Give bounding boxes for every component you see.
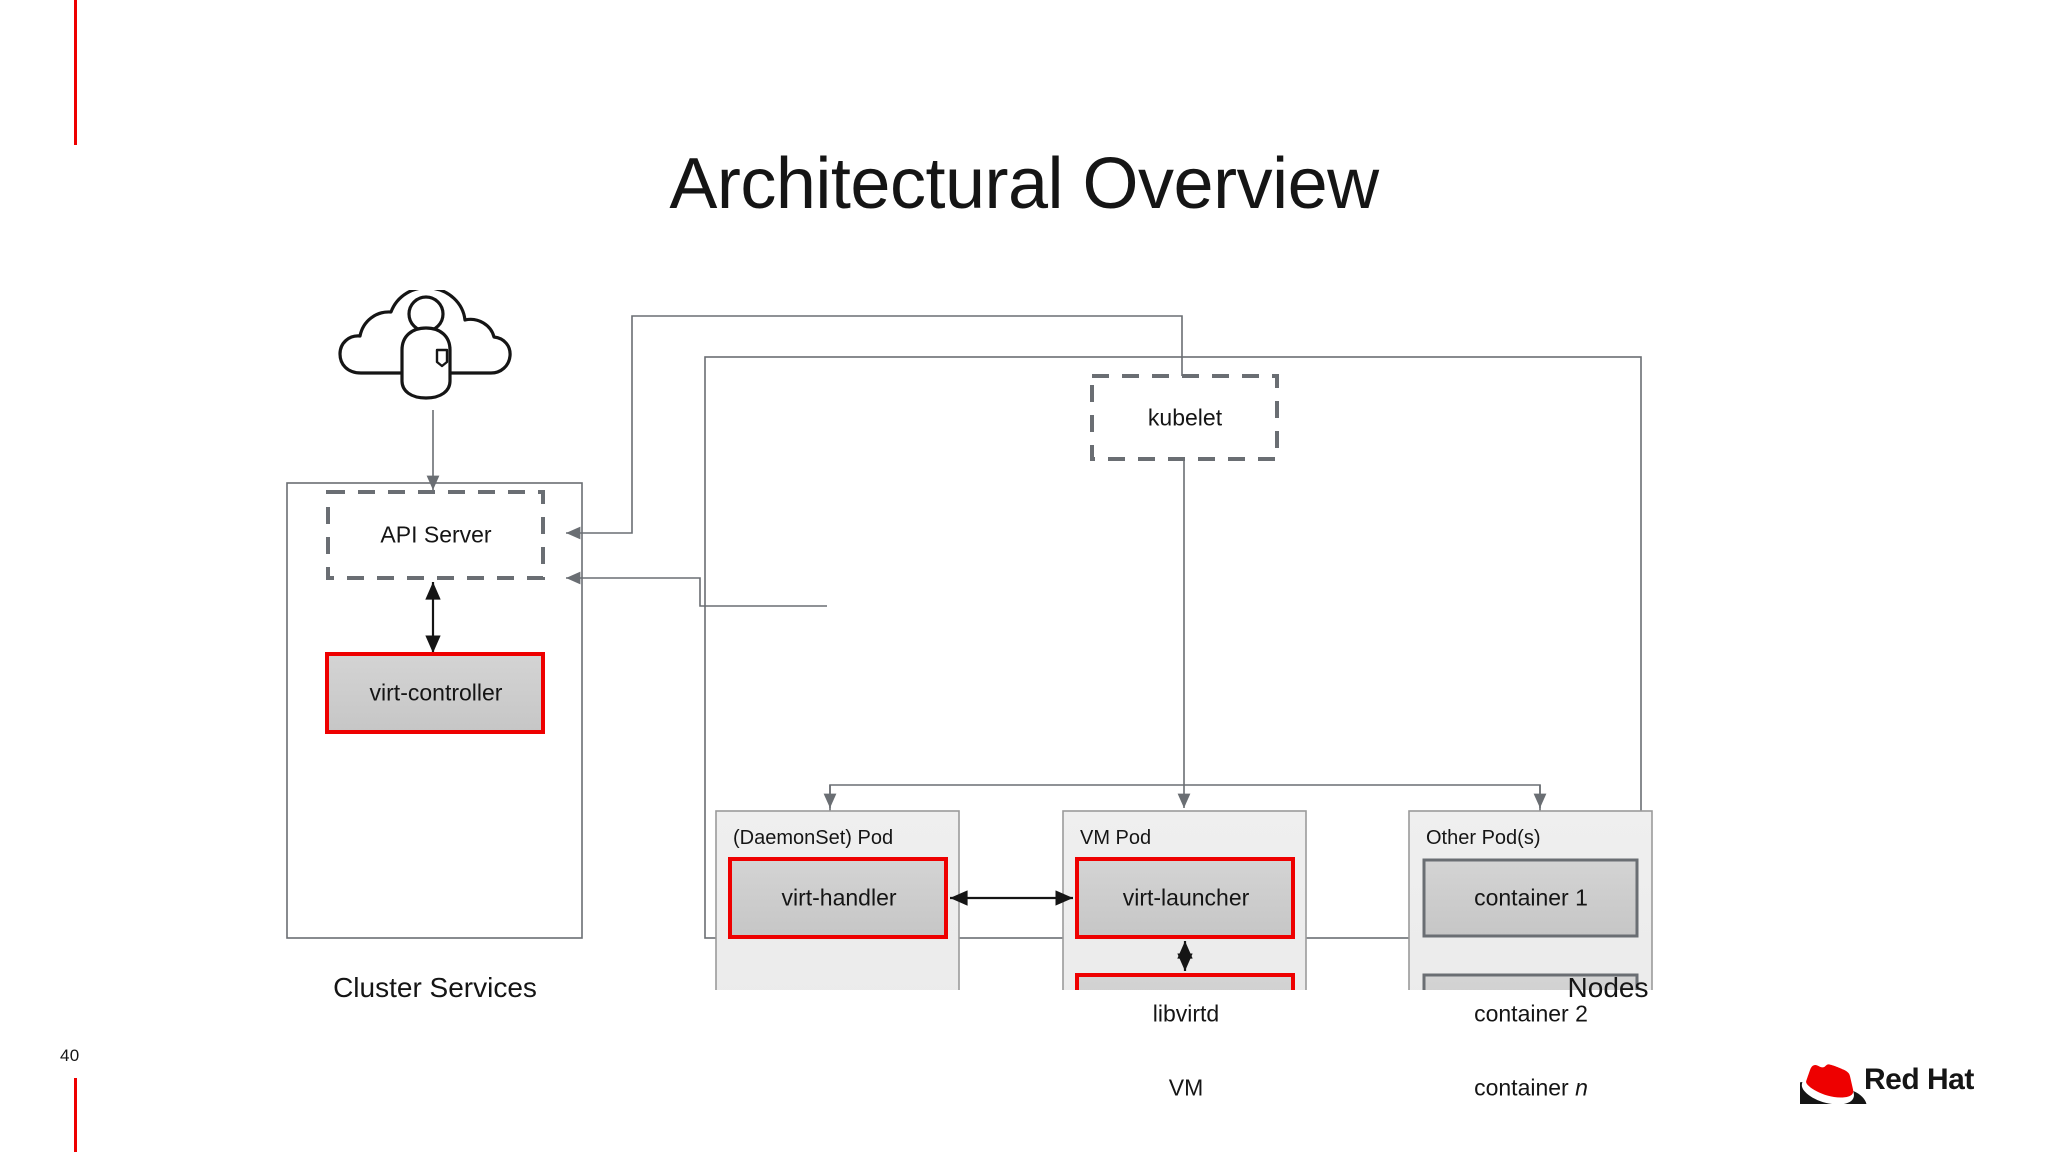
container-2-box <box>1422 973 1639 990</box>
kubelet-box <box>1090 374 1279 461</box>
libvirtd-box <box>1075 973 1295 990</box>
virt-handler-box <box>728 857 948 939</box>
virt-launcher-box <box>1075 857 1295 939</box>
vm-label: VM <box>1168 1074 1204 1101</box>
architecture-diagram: API Server virt-controller kubelet (Daem… <box>0 290 2048 1101</box>
red-hat-wordtext: Red Hat <box>1864 1063 1975 1096</box>
daemonset-pod-title: (DaemonSet) Pod <box>733 827 894 849</box>
container-1-label: container 1 <box>1474 884 1588 911</box>
kubelet-label: kubelet <box>1147 404 1223 431</box>
page-number: 40 <box>60 1046 80 1065</box>
cloud-user-icon <box>338 290 512 400</box>
api-server-box <box>326 490 545 580</box>
accent-bar-top <box>74 0 77 145</box>
page-title: Architectural Overview <box>669 144 1379 224</box>
container-n-label: container n <box>1474 1074 1588 1101</box>
red-hat-logo: Red Hat <box>1800 1048 1980 1104</box>
container-1-box <box>1422 858 1639 938</box>
virt-handler-label: virt-handler <box>781 884 897 911</box>
cluster-services-caption: Cluster Services <box>333 972 537 1003</box>
libvirtd-label: libvirtd <box>1152 1000 1220 1027</box>
red-hat-fedora-icon <box>1800 1064 1867 1104</box>
other-pods-title: Other Pod(s) <box>1426 827 1541 849</box>
accent-bar-bottom <box>74 1078 77 1152</box>
container-2-label: container 2 <box>1474 1000 1588 1027</box>
red-hat-brand-text: Red Hat <box>1864 1063 1974 1096</box>
vm-pod-title: VM Pod <box>1080 827 1152 849</box>
api-server-label: API Server <box>380 521 492 548</box>
nodes-caption: Nodes <box>1567 972 1649 1003</box>
virt-controller-box <box>325 652 545 734</box>
virt-launcher-label: virt-launcher <box>1122 884 1250 911</box>
virt-controller-label: virt-controller <box>369 679 503 706</box>
